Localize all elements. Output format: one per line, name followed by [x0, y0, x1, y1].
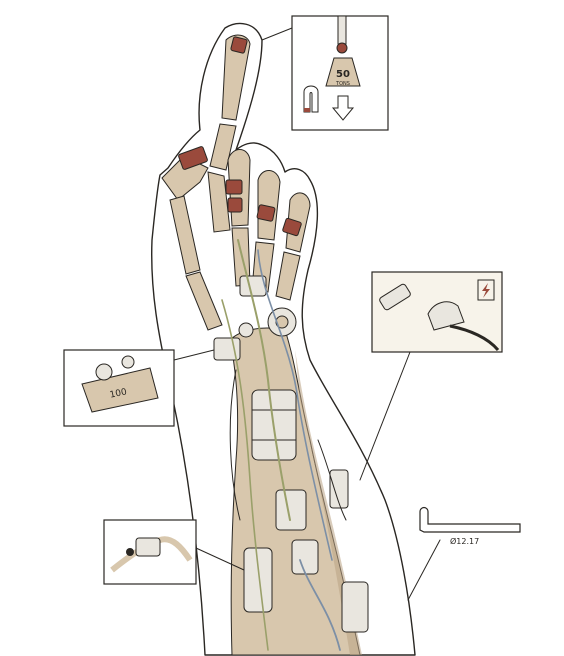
- inset-joint-panel: [103, 519, 245, 585]
- weight-block: [325, 57, 361, 87]
- down-arrow-icon: [331, 95, 355, 121]
- inset-weight-panel: 50 TONS: [261, 15, 389, 131]
- inset-connector-panel: [359, 271, 503, 481]
- little-finger: [275, 192, 311, 301]
- coin-small: [121, 355, 135, 369]
- magnet-icon: [303, 85, 319, 113]
- inset-money-panel: 100: [63, 349, 215, 427]
- index-finger: [207, 34, 251, 233]
- weight-unit-label: TONS: [335, 81, 350, 87]
- middle-finger: [225, 149, 251, 287]
- banknote-value-label: 100: [109, 387, 128, 400]
- ring-finger: [251, 170, 281, 293]
- artist-signature: Ø12.17: [450, 536, 479, 546]
- hex-key: Ø12.17: [407, 506, 521, 601]
- wires: [221, 239, 347, 651]
- coin-large: [95, 363, 113, 381]
- lightning-icon: [482, 283, 490, 298]
- thumb: [161, 146, 223, 331]
- weight-value-label: 50: [336, 69, 350, 80]
- arm-skin-outline: [151, 22, 416, 656]
- banknote: [81, 367, 159, 413]
